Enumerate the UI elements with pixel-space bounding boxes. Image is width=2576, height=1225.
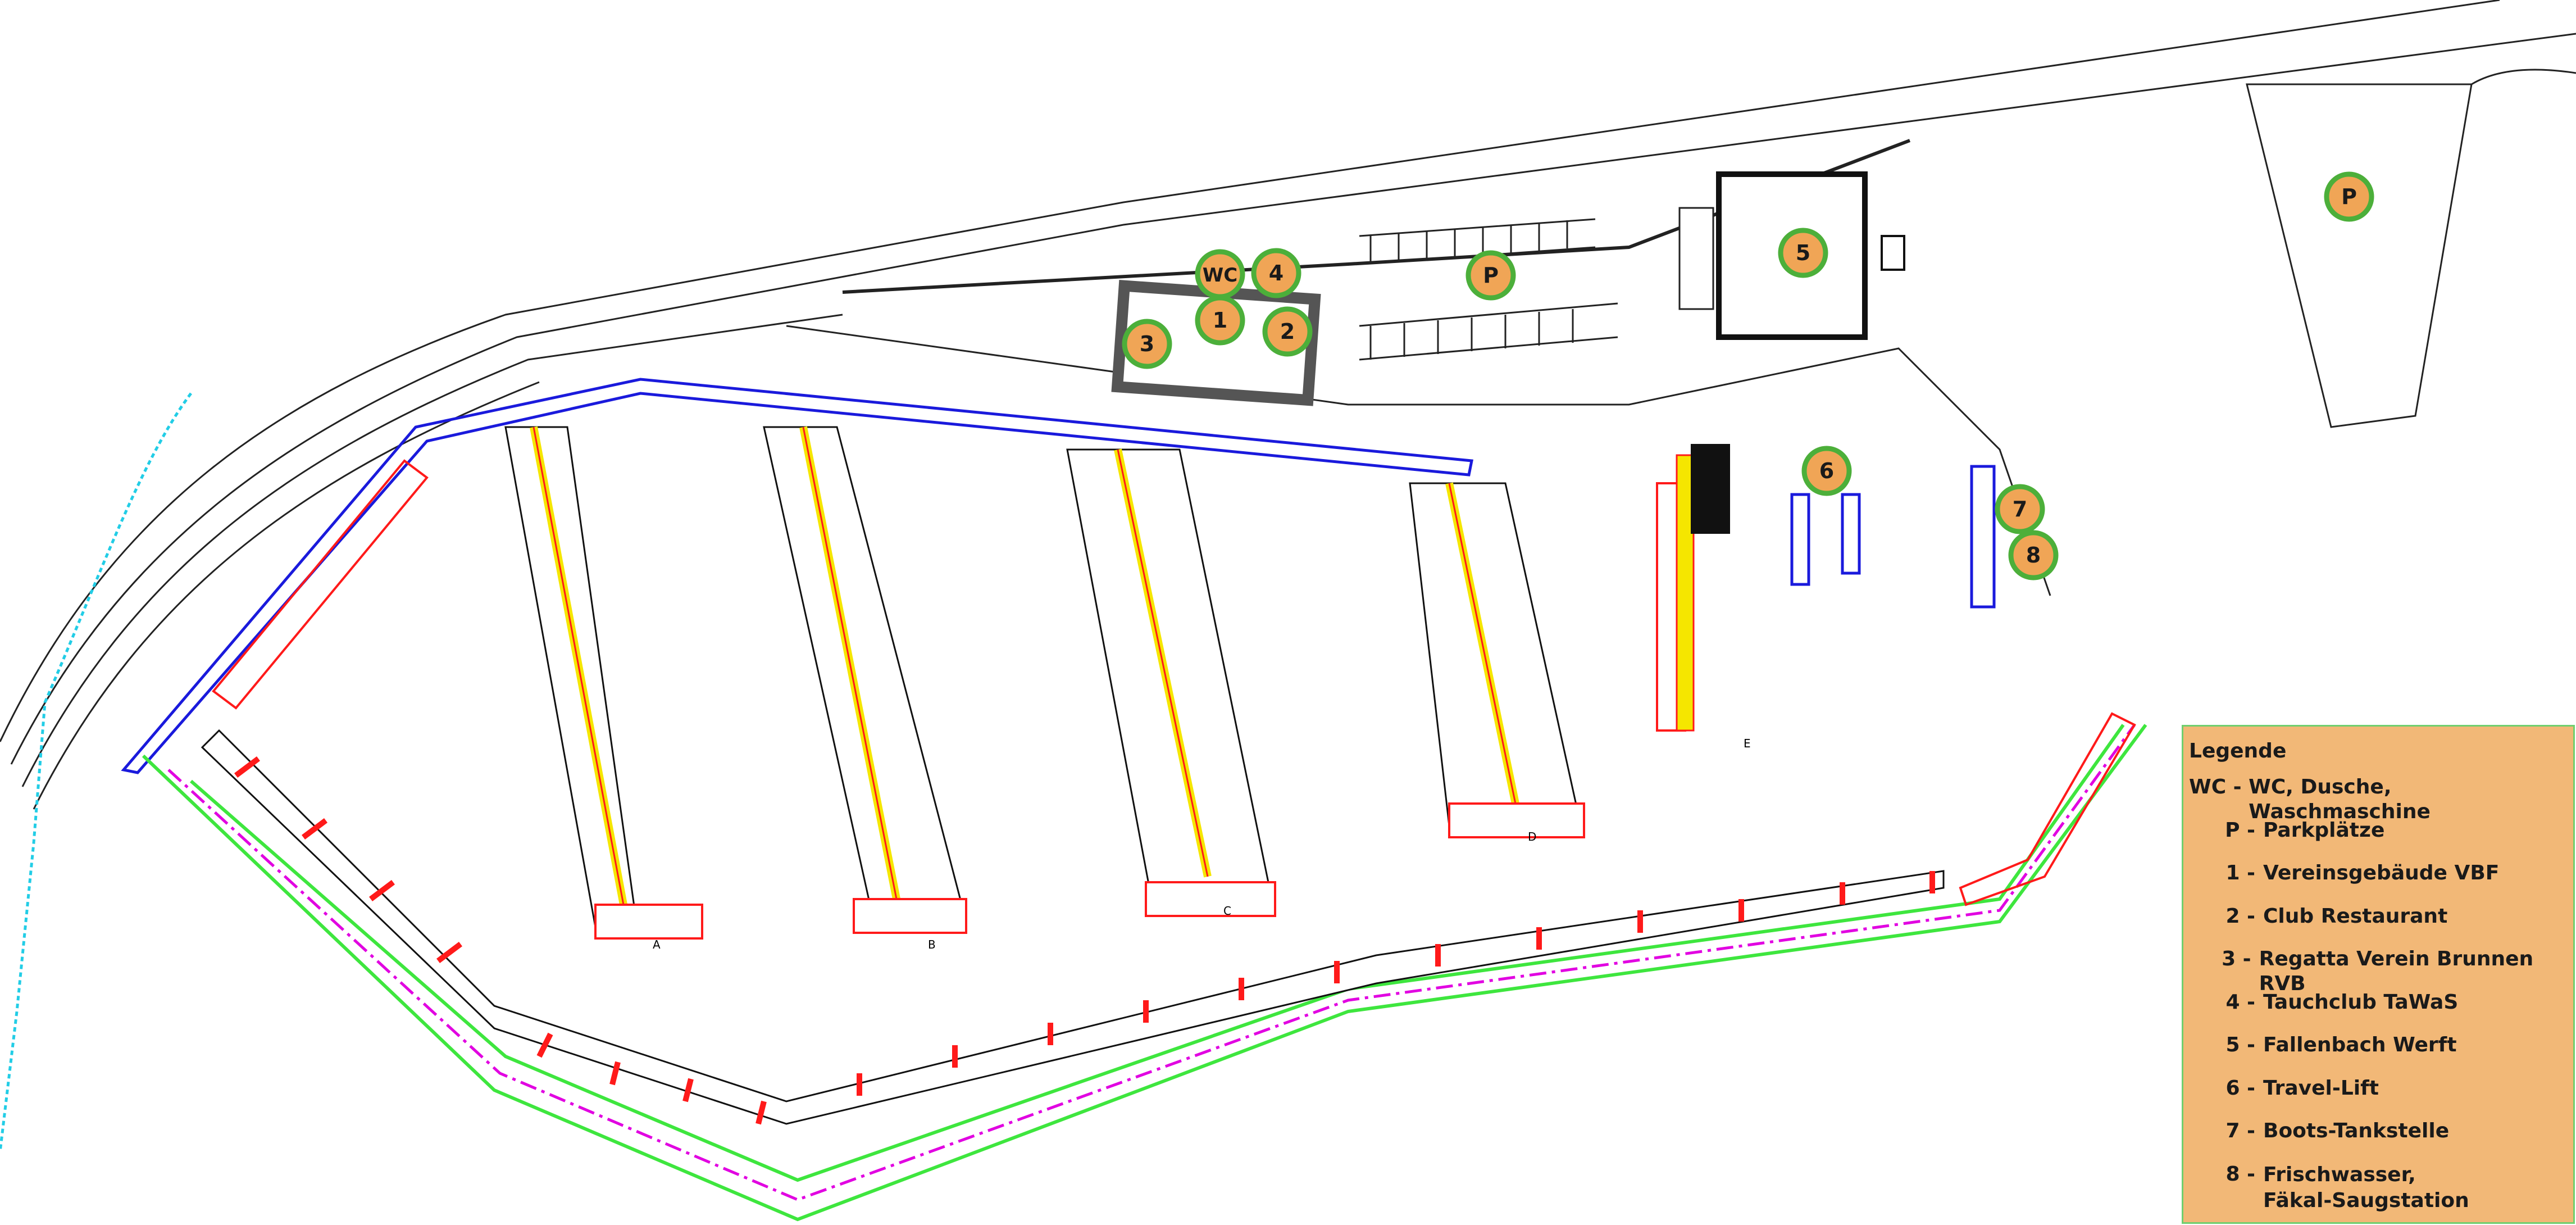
marker-8: 8 [2008, 530, 2059, 580]
marker-label: 7 [2013, 497, 2027, 521]
legend-code: 4 - [2225, 990, 2255, 1014]
legend-code: 5 - [2225, 1033, 2255, 1056]
marker-circle [2324, 171, 2374, 222]
pier-a [504, 426, 703, 940]
marker-wc: WC [1195, 249, 1245, 300]
legend-text: Regatta Verein Brunnen RVB [2259, 947, 2534, 995]
legend-code: 1 - [2225, 861, 2255, 884]
legend-item-7: 7 - Boots-Tankstelle [2189, 1119, 2566, 1162]
legend-item-wc: WC - WC, Dusche, Waschmaschine [2189, 775, 2566, 823]
marker-label: 6 [1819, 459, 1834, 483]
legend-item-5: 5 - Fallenbach Werft [2189, 1033, 2566, 1076]
marker-4: 4 [1251, 248, 1301, 298]
marker-label: 8 [2026, 543, 2041, 568]
pier-e [1676, 444, 1730, 732]
legend-code: 2 - [2225, 904, 2255, 928]
marker-3: 3 [1122, 319, 1172, 369]
legend: Legende WC - WC, Dusche, Waschmaschine P… [2182, 725, 2575, 1224]
outer-berths [201, 729, 1945, 1125]
legend-item-8: 8 - Frischwasser, Fäkal-Saugstation [2189, 1162, 2566, 1224]
legend-text: Travel-Lift [2263, 1076, 2379, 1100]
marker-circle [1262, 306, 1313, 357]
marker-label: 5 [1796, 241, 1810, 265]
pier-label-e: E [1744, 737, 1751, 750]
marker-label: 1 [1213, 308, 1227, 333]
marker-circle [2008, 530, 2059, 580]
legend-code: 3 - [2222, 947, 2251, 970]
legend-text: Fallenbach Werft [2263, 1033, 2457, 1056]
outer-berth-markings [234, 756, 1935, 1125]
legend-item-4: 4 - Tauchclub TaWaS [2189, 990, 2566, 1033]
shore-line [0, 392, 193, 1153]
marker-circle [1778, 228, 1828, 278]
pier-label-b: B [928, 938, 936, 951]
marker-label: 3 [1140, 332, 1154, 356]
pier-label-d: D [1528, 830, 1536, 843]
legend-text: Frischwasser, Fäkal-Saugstation [2263, 1163, 2469, 1212]
legend-code: P - [2225, 818, 2255, 842]
legend-code: 8 - [2225, 1162, 2255, 1186]
marker-2: 2 [1262, 306, 1313, 357]
legend-text: Tauchclub TaWaS [2263, 990, 2459, 1014]
pier-c [1066, 448, 1276, 917]
legend-item-3: 3 - Regatta Verein Brunnen RVB [2189, 947, 2566, 995]
marker-circle [1122, 319, 1172, 369]
legend-item-1: 1 - Vereinsgebäude VBF [2189, 861, 2566, 904]
marker-label: 2 [1280, 319, 1295, 344]
marker-label: WC [1203, 264, 1237, 287]
legend-text: Boots-Tankstelle [2263, 1119, 2450, 1142]
marker-circle [1466, 250, 1516, 301]
marker-7: 7 [1995, 484, 2045, 534]
pier-label-c: C [1223, 904, 1231, 918]
marker-circle [1995, 484, 2045, 534]
marker-circle [1195, 295, 1245, 346]
marker-label: P [2341, 184, 2357, 209]
marker-label: P [1483, 263, 1499, 288]
legend-code: WC - [2189, 775, 2242, 798]
legend-code: 7 - [2225, 1119, 2255, 1142]
legend-code: 6 - [2225, 1076, 2255, 1100]
breakwater-green [142, 724, 2147, 1222]
legend-text: Parkplätze [2263, 818, 2385, 842]
legend-title: Legende [2189, 739, 2287, 763]
legend-text: Club Restaurant [2263, 904, 2448, 928]
marker-5: 5 [1778, 228, 1828, 278]
pier-b [763, 426, 967, 934]
legend-text: Vereinsgebäude VBF [2263, 861, 2500, 884]
marker-circle [1251, 248, 1301, 298]
legend-item-2: 2 - Club Restaurant [2189, 904, 2566, 947]
service-docks [1790, 465, 1996, 609]
marker-6: 6 [1801, 446, 1852, 496]
pier-d [1409, 482, 1585, 838]
legend-item-6: 6 - Travel-Lift [2189, 1076, 2566, 1119]
marker-1: 1 [1195, 295, 1245, 346]
legend-text: WC, Dusche, Waschmaschine [2249, 775, 2431, 823]
marker-p1: P [1466, 250, 1516, 301]
marker-circle [1801, 446, 1852, 496]
roads [0, 0, 2576, 810]
marker-p2: P [2324, 171, 2374, 222]
marker-label: 4 [1269, 261, 1284, 285]
breakwater-blue [121, 378, 1473, 774]
pier-label-a: A [653, 938, 661, 951]
legend-item-p: P - Parkplätze [2189, 818, 2566, 861]
